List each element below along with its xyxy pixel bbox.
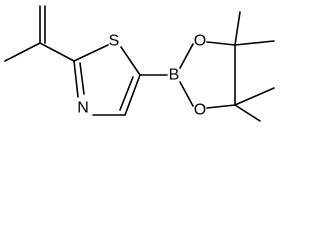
chemical-structure: S N B O O xyxy=(4,5,275,122)
bond-methyl-1 xyxy=(234,11,241,46)
pinacol-boronate-group xyxy=(139,11,275,122)
bond-c2-s xyxy=(73,44,109,62)
atom-oxygen-bottom: O xyxy=(194,102,206,119)
bond-b-o-bottom xyxy=(179,81,194,107)
thiazole-ring xyxy=(73,44,141,116)
bond-s-c5 xyxy=(120,46,141,76)
bond-c-methyl xyxy=(4,42,41,62)
bond-n-c2-inner xyxy=(79,62,85,95)
bond-b-o-top xyxy=(179,43,194,69)
atom-boron: B xyxy=(169,67,180,84)
atom-nitrogen: N xyxy=(77,100,89,117)
atom-sulfur: S xyxy=(109,33,120,50)
isopropenyl-group xyxy=(4,5,75,62)
bond-o-top-c xyxy=(206,41,236,46)
bond-methyl-4 xyxy=(234,104,261,122)
bond-c5-c4 xyxy=(124,74,141,116)
bond-n-c2 xyxy=(73,60,79,98)
bond-methyl-3 xyxy=(234,87,275,106)
bond-methyl-2 xyxy=(234,40,275,46)
atom-oxygen-top: O xyxy=(194,33,206,50)
bond-c-thiazole xyxy=(39,42,75,62)
bond-o-bottom-c xyxy=(206,104,236,109)
bond-c5-c4-inner xyxy=(119,76,134,111)
